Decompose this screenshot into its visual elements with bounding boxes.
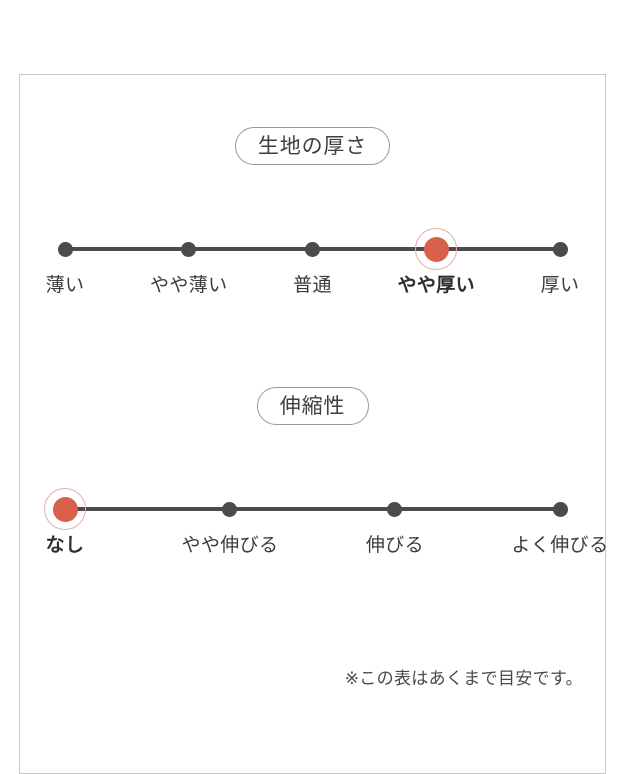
scale-inner: 薄い やや薄い 普通 やや厚い (46, 203, 579, 299)
scale-point-label-active: やや厚い (397, 275, 476, 296)
scale-title-badge-stretch: 伸縮性 (256, 387, 369, 425)
scale-dot-icon-active (52, 496, 78, 522)
scale-point-label: 厚い (540, 275, 580, 296)
scale-point-label: 普通 (293, 275, 332, 296)
active-ring-icon (415, 228, 458, 270)
scale-dot-icon (222, 501, 238, 517)
badge-row: 伸縮性 (20, 387, 605, 425)
badge-row: 生地の厚さ (20, 127, 605, 165)
scale-dot-icon (305, 241, 320, 257)
scale-point-label: やや薄い (149, 275, 228, 296)
scale-point-label: 薄い (45, 275, 85, 296)
scale-inner: なし やや伸びる 伸びる よく伸びる (44, 463, 608, 559)
scale-stretch: なし やや伸びる 伸びる よく伸びる (20, 463, 608, 559)
scale-thickness: 薄い やや薄い 普通 やや厚い (20, 203, 605, 299)
scale-title-badge-thickness: 生地の厚さ (234, 127, 391, 165)
scale-track (65, 507, 560, 511)
scale-dot-icon (552, 501, 568, 517)
scale-dot-icon (552, 241, 568, 257)
scale-dot-icon (57, 241, 73, 257)
scale-dot-icon-active (423, 236, 449, 262)
scale-section-thickness: 生地の厚さ 薄い やや薄い 普通 (20, 127, 605, 299)
scale-point-label: やや伸びる (181, 535, 279, 556)
scale-point-label-active: なし (45, 535, 85, 556)
active-ring-icon (44, 488, 86, 530)
scale-dot-icon (387, 501, 403, 517)
scale-section-stretch: 伸縮性 なし やや伸びる 伸びる (20, 387, 608, 559)
scale-dot-icon (181, 241, 197, 257)
scale-point-label: よく伸びる (511, 535, 609, 556)
spec-chart-panel: 生地の厚さ 薄い やや薄い 普通 (19, 74, 608, 774)
scale-point-label: 伸びる (365, 535, 425, 556)
footnote-text: ※この表はあくまで目安です。 (344, 669, 583, 688)
